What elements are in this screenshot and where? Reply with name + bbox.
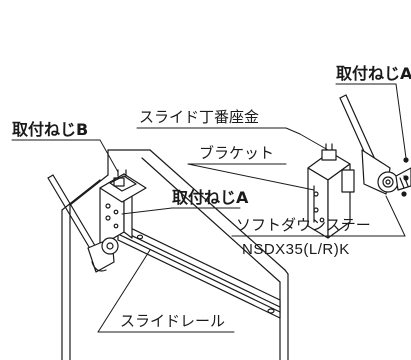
label-slide-hinge-plate: スライド丁番座金 [139, 108, 260, 126]
leader-lines [11, 83, 407, 333]
label-slide-rail: スライドレール [120, 312, 226, 330]
right-stay-arm [339, 94, 411, 195]
right-bracket-assembly [307, 143, 355, 239]
left-stay-arm [47, 174, 119, 273]
label-soft-down-stay: ソフトダウンステー [236, 216, 371, 234]
label-screw-a-mid: 取付ねじA [172, 188, 249, 207]
left-bracket-assembly [99, 169, 147, 247]
label-screw-b: 取付ねじB [12, 120, 89, 139]
label-model-number: NSDX35(L/R)K [242, 241, 350, 258]
label-screw-a-top: 取付ねじA [336, 64, 411, 83]
cabinet-frame [61, 149, 289, 360]
label-bracket: ブラケット [199, 144, 275, 162]
